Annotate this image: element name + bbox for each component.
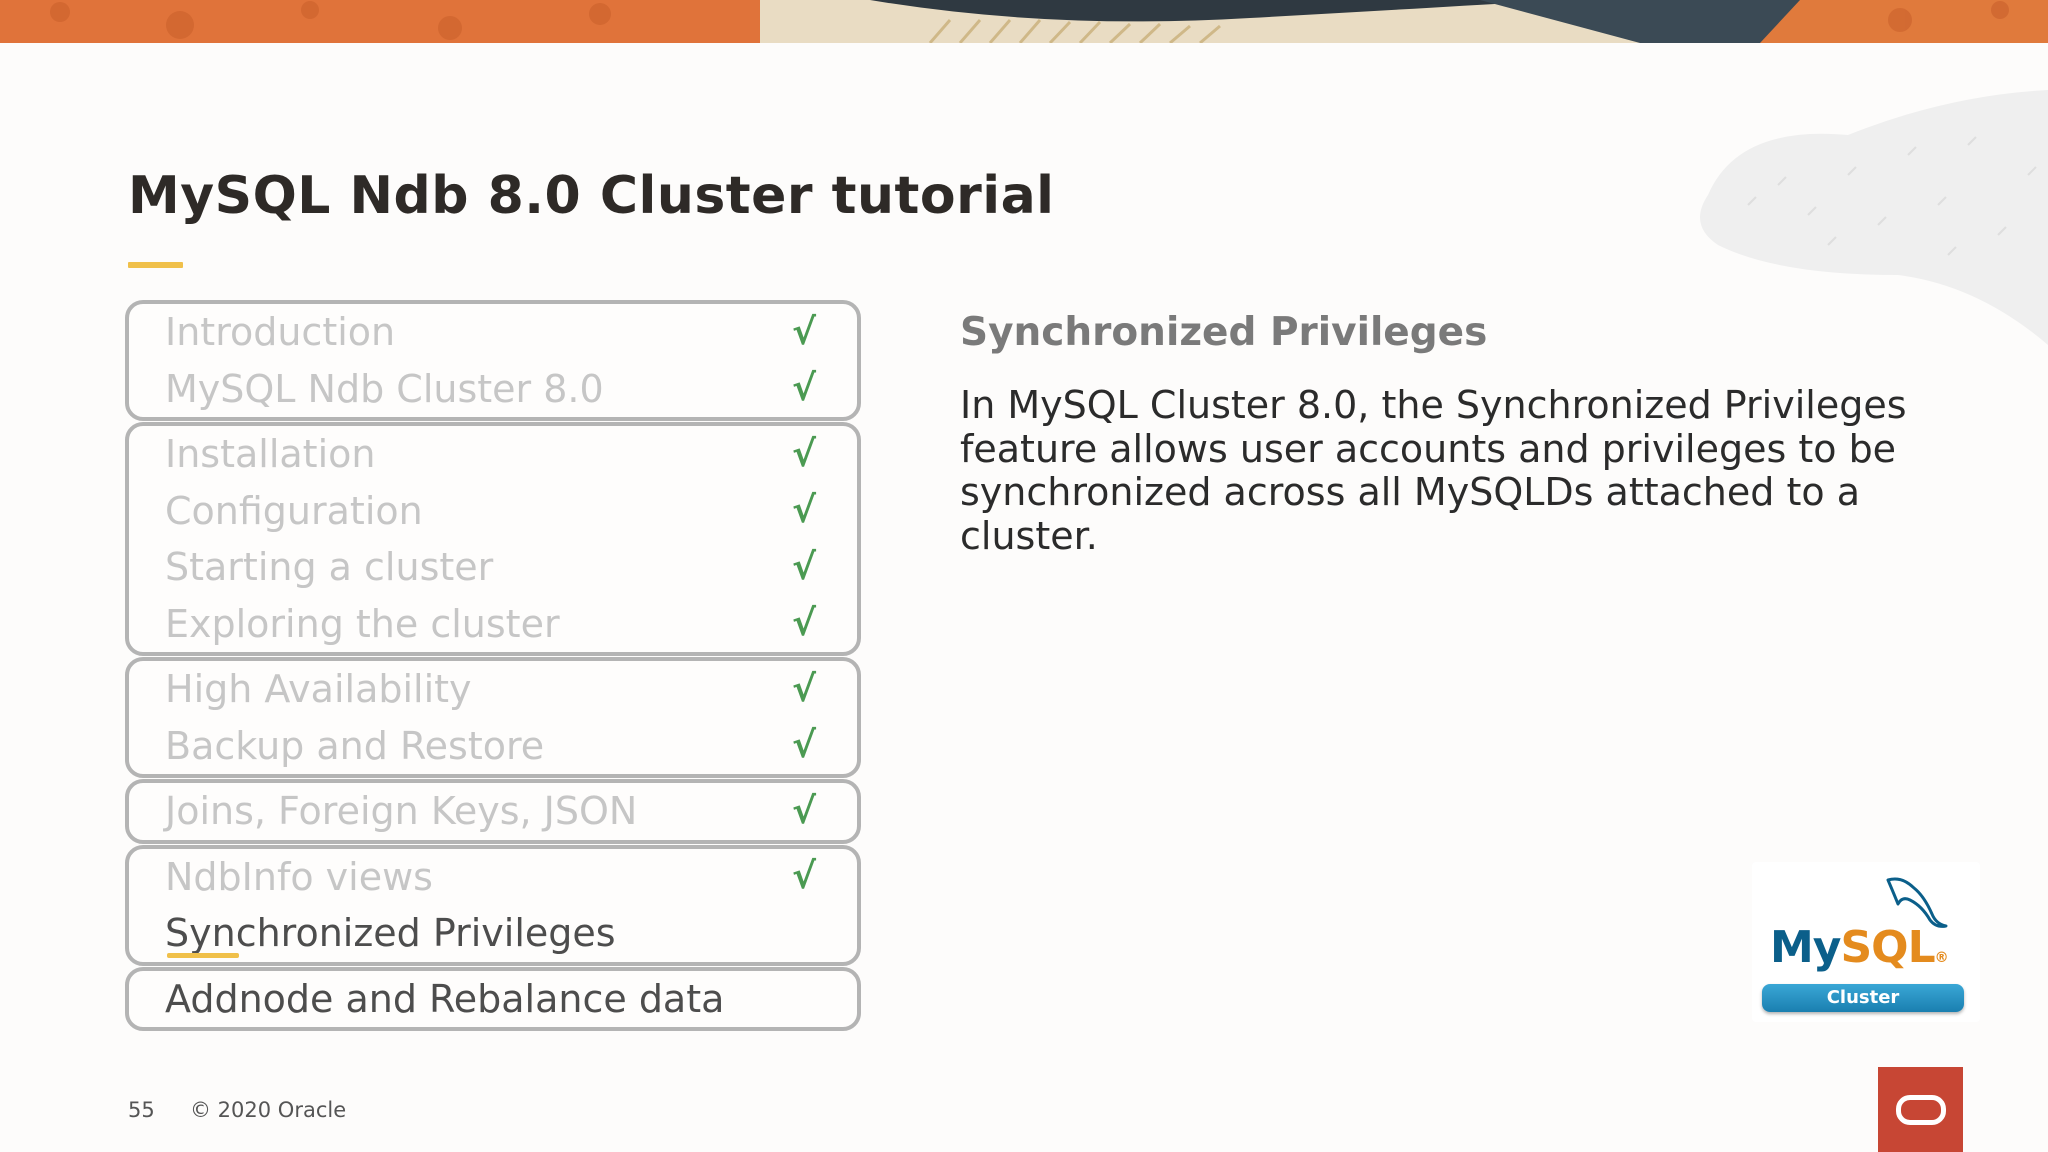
agenda-item-label: Synchronized Privileges <box>165 911 616 956</box>
mysql-wordmark: MySQL® <box>1770 922 1949 973</box>
agenda-item: Introduction √ <box>129 304 857 361</box>
agenda-group: High Availability √ Backup and Restore √ <box>125 657 861 778</box>
oracle-ring-shape <box>1895 1094 1946 1125</box>
cluster-badge: Cluster <box>1762 984 1964 1012</box>
mysql-cluster-logo: MySQL® Cluster <box>1752 862 1980 1022</box>
agenda-group: Joins, Foreign Keys, JSON √ <box>125 779 861 844</box>
check-icon: √ <box>792 433 817 475</box>
check-icon: √ <box>792 856 817 898</box>
agenda-item-label: Exploring the cluster <box>165 601 560 646</box>
agenda-item: Installation √ <box>129 426 857 483</box>
agenda-item-label: NdbInfo views <box>165 854 433 899</box>
agenda-item-label: MySQL Ndb Cluster 8.0 <box>165 366 604 411</box>
agenda-group: Introduction √ MySQL Ndb Cluster 8.0 √ <box>125 300 861 421</box>
agenda-item-label: Starting a cluster <box>165 545 494 590</box>
agenda-item-label: Joins, Foreign Keys, JSON <box>165 789 638 834</box>
agenda-item-label: Backup and Restore <box>165 723 545 768</box>
agenda-group: Addnode and Rebalance data <box>125 966 861 1031</box>
agenda-item: NdbInfo views √ <box>129 849 857 906</box>
slide-title: MySQL Ndb 8.0 Cluster tutorial <box>128 166 1055 226</box>
agenda-item: Exploring the cluster √ <box>129 596 857 653</box>
mysql-word-my: My <box>1770 922 1841 973</box>
check-icon: √ <box>792 725 817 767</box>
oracle-icon <box>1878 1067 1963 1152</box>
section-heading: Synchronized Privileges <box>960 310 1488 355</box>
copyright-text: © 2020 Oracle <box>190 1098 347 1122</box>
top-decorative-banner <box>0 0 2048 43</box>
agenda-item: High Availability √ <box>129 661 857 718</box>
agenda-item-label: Addnode and Rebalance data <box>165 976 725 1021</box>
agenda-item: Backup and Restore √ <box>129 718 857 775</box>
check-icon: √ <box>792 546 817 588</box>
title-accent-bar <box>128 262 183 268</box>
agenda-group: NdbInfo views √ Synchronized Privileges <box>125 844 861 966</box>
check-icon: √ <box>792 368 817 410</box>
check-icon: √ <box>792 603 817 645</box>
agenda-item-label: Configuration <box>165 488 423 533</box>
dolphin-icon <box>1886 877 1948 928</box>
agenda-item-label: Introduction <box>165 310 396 355</box>
agenda-item-label: Installation <box>165 432 376 477</box>
agenda-item: Addnode and Rebalance data <box>129 971 857 1028</box>
agenda-item: Starting a cluster √ <box>129 539 857 596</box>
check-icon: √ <box>792 490 817 532</box>
registered-mark: ® <box>1934 950 1949 966</box>
agenda-group: Installation√Configuration√Starting a cl… <box>125 422 861 656</box>
current-item-accent <box>167 952 239 958</box>
agenda-item-label: High Availability <box>165 667 472 712</box>
check-icon: √ <box>792 311 817 353</box>
check-icon: √ <box>792 668 817 710</box>
check-icon: √ <box>792 790 817 832</box>
agenda-item: Synchronized Privileges <box>129 905 857 962</box>
agenda-item: Configuration √ <box>129 483 857 540</box>
section-body: In MySQL Cluster 8.0, the Synchronized P… <box>960 383 1907 558</box>
decorative-texture <box>1648 85 2048 345</box>
agenda-list: Introduction√MySQL Ndb Cluster 8.0√Insta… <box>125 300 861 1032</box>
page-number: 55 <box>128 1098 155 1122</box>
agenda-item: MySQL Ndb Cluster 8.0 √ <box>129 361 857 418</box>
mysql-word-sql: SQL <box>1840 922 1935 973</box>
agenda-item: Joins, Foreign Keys, JSON √ <box>129 783 857 840</box>
